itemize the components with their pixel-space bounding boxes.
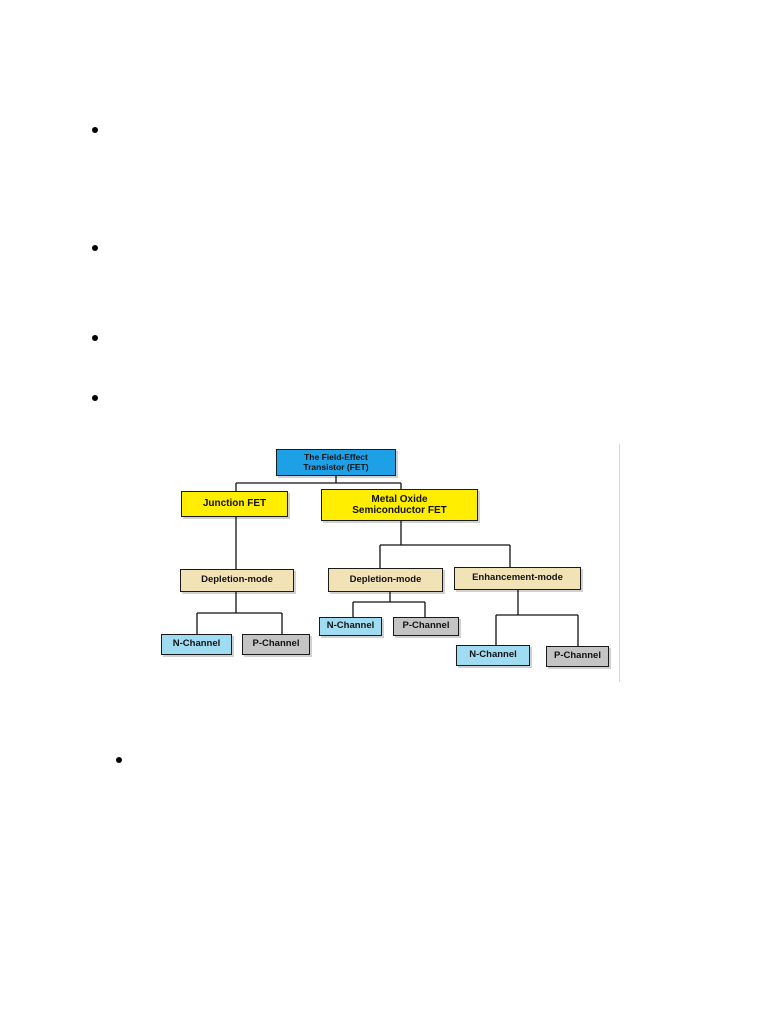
- mosfet-enhancement-n-channel-node: N-Channel: [456, 645, 530, 666]
- mosfet-enhancement-mode-label: Enhancement-mode: [472, 572, 563, 584]
- mosfet-enhancement-n-channel-label: N-Channel: [469, 649, 517, 661]
- list-bullet: [116, 757, 122, 763]
- mosfet-label-line1: Metal Oxide: [371, 493, 428, 505]
- jfet-p-channel-label: P-Channel: [252, 638, 300, 650]
- mosfet-depletion-mode-label: Depletion-mode: [349, 573, 422, 585]
- mosfet-node: Metal Oxide Semiconductor FET: [321, 489, 478, 521]
- list-bullet: [92, 395, 98, 401]
- mosfet-depletion-p-channel-node: P-Channel: [393, 617, 459, 636]
- list-bullet: [92, 127, 98, 133]
- mosfet-enhancement-p-channel-label: P-Channel: [554, 650, 601, 662]
- fet-root-node: The Field-Effect Transistor (FET): [276, 449, 396, 476]
- mosfet-enhancement-p-channel-node: P-Channel: [546, 646, 609, 667]
- jfet-p-channel-node: P-Channel: [242, 634, 310, 655]
- list-bullet: [92, 335, 98, 341]
- mosfet-depletion-n-channel-label: N-Channel: [326, 620, 375, 632]
- mosfet-depletion-p-channel-label: P-Channel: [402, 620, 450, 632]
- list-bullet: [92, 245, 98, 251]
- jfet-depletion-mode-node: Depletion-mode: [180, 569, 294, 592]
- mosfet-depletion-mode-node: Depletion-mode: [328, 568, 443, 592]
- fet-root-label-line1: The Field-Effect: [304, 451, 368, 462]
- mosfet-label-line2: Semiconductor FET: [352, 505, 447, 516]
- junction-fet-label: Junction FET: [202, 498, 267, 510]
- junction-fet-node: Junction FET: [181, 491, 288, 517]
- mosfet-depletion-n-channel-node: N-Channel: [319, 617, 382, 636]
- fet-root-label-line2: Transistor (FET): [303, 461, 369, 472]
- diagram-frame-edge: [619, 444, 620, 682]
- mosfet-enhancement-mode-node: Enhancement-mode: [454, 567, 581, 590]
- jfet-n-channel-label: N-Channel: [172, 638, 221, 650]
- jfet-depletion-mode-label: Depletion-mode: [201, 574, 273, 586]
- jfet-n-channel-node: N-Channel: [161, 634, 232, 655]
